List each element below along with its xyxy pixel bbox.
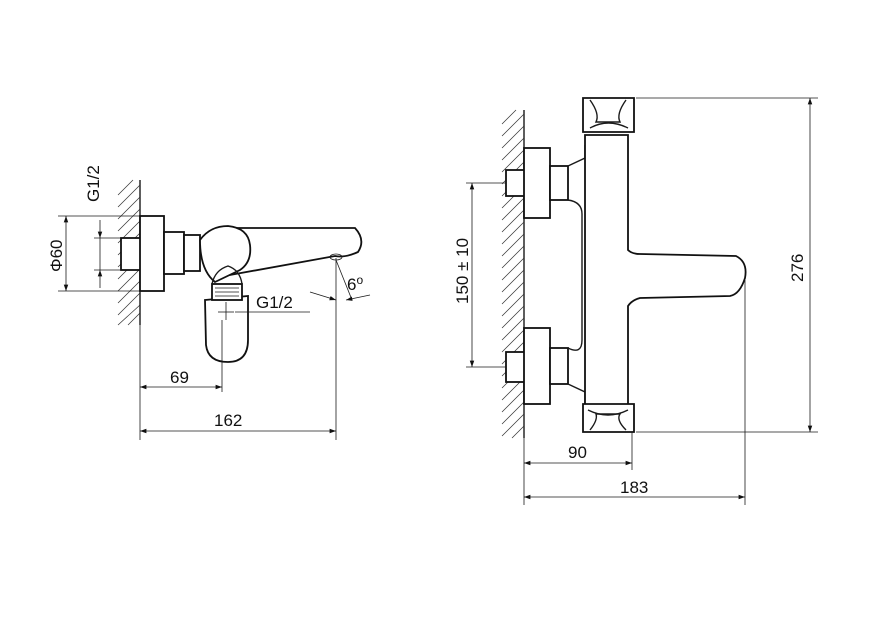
diverter-handle [204,295,249,363]
dim-side-body-depth-label: 69 [170,368,189,387]
main-body [584,134,747,411]
dim-outlet-thread-label: G1/2 [256,293,293,312]
wall-flange [139,215,165,292]
dim-height-label: 276 [788,254,807,282]
wall-hatch-right [501,109,525,439]
connector-ring [183,234,201,272]
lower-nut [549,347,569,385]
spout [220,227,363,277]
dim-diameter-label: Φ60 [47,240,66,272]
upper-inlet-stub [505,169,527,197]
front-view: 150 ± 10 276 90 183 [453,97,818,505]
connector-nut [163,231,185,275]
bottom-handle [582,403,635,433]
dim-angle-label: 6o [347,273,363,294]
upper-flange [523,147,551,219]
lower-inlet-stub [505,351,527,383]
dim-front-total-depth-label: 183 [620,478,648,497]
dim-front-body-depth-label: 90 [568,443,587,462]
dim-inlet-thread-label: G1/2 [84,165,103,202]
lower-flange [523,327,551,405]
body-round [199,225,252,284]
dim-side-total-depth-label: 162 [214,411,242,430]
dim-inlet-spacing-label: 150 ± 10 [453,238,472,304]
inlet-stub [120,237,142,271]
upper-nut [549,165,569,201]
side-view: Φ60 G1/2 G1/2 6o 69 162 [47,165,371,440]
